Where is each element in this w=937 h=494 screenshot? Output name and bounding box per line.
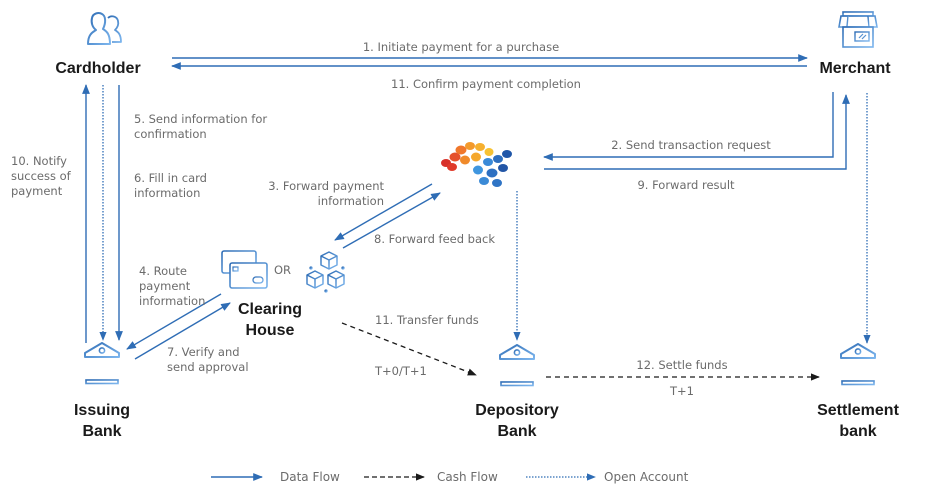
credit-cards-icon: [221, 250, 268, 289]
flow-6-label-line1: 6. Fill in card: [134, 171, 207, 185]
depository-bank-label-line2: Bank: [497, 423, 536, 440]
flow-6-label-line2: information: [134, 186, 200, 200]
clearing-house-label-line1: Clearing: [238, 301, 302, 318]
flow-2-label: 2. Send transaction request: [611, 138, 771, 152]
flow-8-arrow: [334, 183, 433, 241]
flow-4-label-line2: payment: [139, 279, 191, 293]
settlement-bank-icon: [840, 343, 876, 386]
flow-7-label-line1: 7. Verify and: [167, 345, 240, 359]
flow-12-label: 12. Settle funds: [636, 358, 727, 372]
flow-7-label-line2: send approval: [167, 360, 249, 374]
legend-cash-flow-label: Cash Flow: [437, 470, 498, 484]
clearing-house-label-line2: House: [246, 322, 295, 339]
issuing-bank-icon: [84, 342, 120, 385]
flow-4-arrow: [134, 302, 231, 360]
flow-12-timing: T+1: [669, 384, 694, 398]
issuing-bank-label-line2: Bank: [82, 423, 121, 440]
flow-11-transfer-timing: T+0/T+1: [374, 364, 427, 378]
flow-3-label-line2: information: [318, 194, 384, 208]
flow-10-label-line2: success of: [11, 169, 72, 183]
legend-data-flow-label: Data Flow: [280, 470, 340, 484]
flow-10-label-line1: 10. Notify: [11, 154, 67, 168]
flow-3-label-line1: 3. Forward payment: [268, 179, 384, 193]
settlement-bank-label-line1: Settlement: [817, 402, 899, 419]
flow-5-label-line2: confirmation: [134, 127, 207, 141]
flow-9-arrow: [544, 94, 850, 170]
card-network-logo: [441, 142, 512, 187]
merchant-label: Merchant: [819, 60, 891, 77]
legend: Data Flow Cash Flow Open Account: [211, 470, 689, 484]
flow-9-label: 9. Forward result: [637, 178, 735, 192]
issuing-bank-label-line1: Issuing: [74, 402, 130, 419]
flow-10-label-line3: payment: [11, 184, 63, 198]
users-icon: [87, 12, 122, 45]
or-label: OR: [274, 263, 291, 277]
flow-1-label: 1. Initiate payment for a purchase: [363, 40, 559, 54]
flow-8-label: 8. Forward feed back: [374, 232, 495, 246]
flow-5-label-line1: 5. Send information for: [134, 112, 267, 126]
flow-3-arrow: [342, 192, 441, 249]
legend-open-account-label: Open Account: [604, 470, 689, 484]
flow-11-transfer-label: 11. Transfer funds: [375, 313, 479, 327]
flow-11-confirm-label: 11. Confirm payment completion: [391, 77, 581, 91]
settlement-bank-label-line2: bank: [839, 423, 876, 440]
depository-bank-icon: [499, 344, 535, 387]
depository-bank-label-line1: Depository: [475, 402, 559, 419]
blockchain-cubes-icon: [306, 251, 345, 293]
flow-11-transfer-arrow: [341, 322, 477, 376]
cardholder-label: Cardholder: [55, 60, 140, 77]
flow-2-arrow: [543, 92, 834, 161]
flow-7-arrow: [126, 293, 222, 350]
flow-4-label-line3: information: [139, 294, 205, 308]
store-icon: [838, 11, 878, 48]
flow-4-label-line1: 4. Route: [139, 264, 187, 278]
